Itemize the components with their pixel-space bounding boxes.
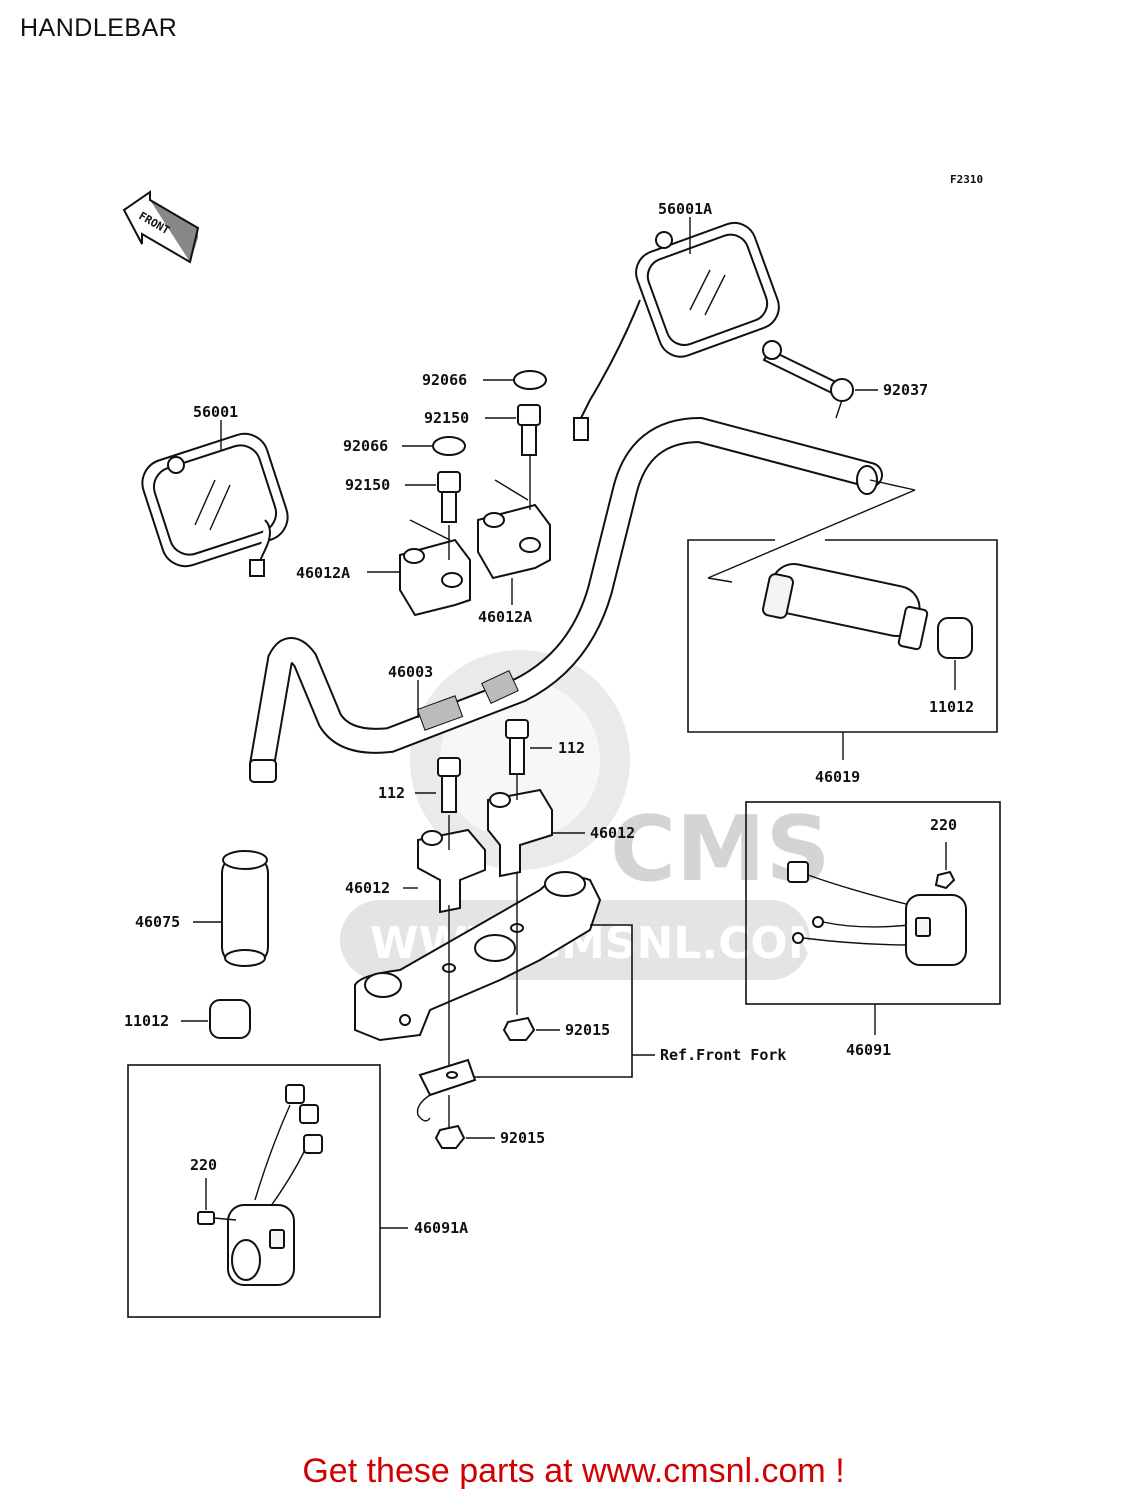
holder-46012-right: [487, 788, 553, 878]
bolt-112-right: [505, 719, 529, 775]
bolt-92150-mid: [437, 471, 461, 523]
washer-92066-mid: [432, 436, 466, 456]
upper-triple-clamp: [354, 871, 602, 1042]
label-92015-lower: 92015: [500, 1129, 545, 1147]
front-arrow-icon: FRONT: [122, 190, 200, 264]
bolt-92150-top: [517, 404, 541, 456]
label-92150-mid: 92150: [345, 476, 390, 494]
label-46012A-left: 46012A: [296, 564, 350, 582]
bolt-112-left: [437, 757, 461, 813]
holder-46012-left: [417, 828, 486, 914]
nut-92015-upper: [502, 1016, 536, 1041]
mirror-left: [141, 432, 289, 577]
label-11012-right: 11012: [929, 698, 974, 716]
handlebar-46003: [249, 416, 883, 783]
label-11012-left: 11012: [124, 1012, 169, 1030]
label-56001: 56001: [193, 403, 238, 421]
label-46012-right: 46012: [590, 824, 635, 842]
handlebar-parts-diagram: CMS WWW.CMSNL.COM FRONT F2310 56001A 920…: [122, 173, 1001, 1318]
ref-front-fork: Ref.Front Fork: [660, 1046, 786, 1064]
throttle-grip: [762, 563, 929, 651]
mirror-right: [573, 221, 780, 441]
clamp-46012A-left: [399, 519, 471, 617]
label-46091A: 46091A: [414, 1219, 468, 1237]
label-46019: 46019: [815, 768, 860, 786]
label-220-right: 220: [930, 816, 957, 834]
label-56001A: 56001A: [658, 200, 712, 218]
switch-46091A: [197, 1084, 323, 1286]
label-46091: 46091: [846, 1041, 891, 1059]
label-92066-mid: 92066: [343, 437, 388, 455]
nut-92015-lower: [434, 1124, 466, 1149]
label-46012-left: 46012: [345, 879, 390, 897]
switch-46091: [787, 861, 967, 966]
label-46075: 46075: [135, 913, 180, 931]
label-220-left: 220: [190, 1156, 217, 1174]
label-112-right: 112: [558, 739, 585, 757]
page-title: HANDLEBAR: [20, 14, 178, 42]
label-92150-top: 92150: [424, 409, 469, 427]
figure-code: F2310: [950, 173, 983, 186]
label-92066-top: 92066: [422, 371, 467, 389]
washer-92066-top: [513, 370, 547, 390]
grip-end-11012-right: [937, 617, 973, 659]
tool-92037: [762, 340, 854, 419]
label-46012A-right: 46012A: [478, 608, 532, 626]
bracket: [416, 1058, 477, 1122]
grip-end-11012-left: [209, 999, 251, 1039]
label-112-left: 112: [378, 784, 405, 802]
footer-promo-link[interactable]: Get these parts at www.cmsnl.com !: [302, 1452, 845, 1490]
clamp-46012A-right: [477, 479, 551, 580]
label-92015-upper: 92015: [565, 1021, 610, 1039]
label-92037: 92037: [883, 381, 928, 399]
watermark-brand: CMS: [610, 797, 830, 902]
label-46003: 46003: [388, 663, 433, 681]
grip-46075: [221, 850, 269, 967]
